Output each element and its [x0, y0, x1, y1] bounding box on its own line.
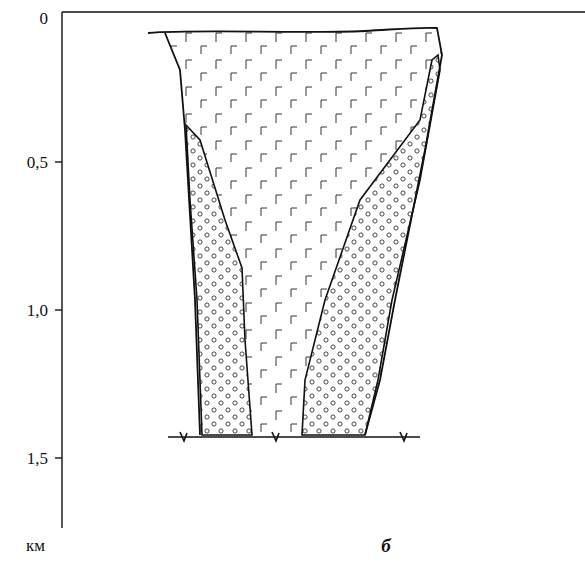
right-band-fill	[302, 55, 440, 435]
left-band-fill	[186, 125, 252, 435]
depth-axis	[55, 12, 585, 528]
left-band	[186, 125, 252, 435]
figure-caption: б	[381, 536, 390, 555]
body-outline	[148, 28, 442, 435]
depth-label: 0,5	[27, 154, 48, 171]
unit-label: км	[26, 537, 45, 554]
base-line	[168, 432, 420, 441]
depth-label: 0	[40, 10, 49, 27]
depth-label: 1,5	[27, 450, 48, 467]
right-band	[302, 55, 440, 435]
depth-label: 1,0	[27, 302, 48, 319]
intrusion-body	[148, 28, 442, 435]
